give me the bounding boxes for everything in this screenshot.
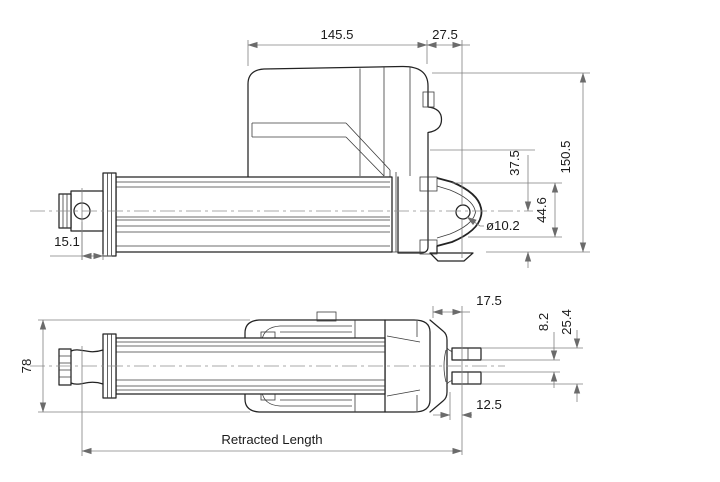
dim-rear-pivot-offset: 27.5 xyxy=(432,27,458,42)
dim-fork-outer-width: 25.4 xyxy=(559,309,574,335)
dim-overall-height: 150.5 xyxy=(558,140,573,173)
rear-clevis-bracket xyxy=(419,176,483,262)
dim-clevis-pin-offset: 12.5 xyxy=(476,397,502,412)
connector-tab xyxy=(422,91,435,108)
rear-fork xyxy=(443,347,482,385)
side-view: 145.5 27.5 37.5 44.6 150.5 ø10.2 15.1 xyxy=(30,27,590,268)
mount-foot xyxy=(429,245,474,262)
side-view-dimensions xyxy=(50,40,590,268)
plan-view: 78 17.5 8.2 25.4 12.5 Retracted Length xyxy=(19,293,583,456)
motor-housing xyxy=(247,65,443,254)
retracted-length-label: Retracted Length xyxy=(221,432,322,447)
plan-view-dimensions xyxy=(38,306,583,456)
dim-centerline-to-bottom: 37.5 xyxy=(507,150,522,176)
plan-rod-end xyxy=(58,348,104,386)
pivot-hole xyxy=(455,204,471,220)
housing-tab xyxy=(316,311,337,322)
dim-fork-slot-width: 8.2 xyxy=(536,313,551,331)
dim-rear-mount-height: 44.6 xyxy=(534,197,549,223)
dim-rear-clevis-offset: 17.5 xyxy=(476,293,502,308)
dim-rod-eye-to-face: 15.1 xyxy=(54,234,80,249)
dim-housing-length: 145.5 xyxy=(320,27,353,42)
dim-pivot-hole-diameter: ø10.2 xyxy=(486,218,520,233)
front-collar xyxy=(102,172,117,257)
outer-tube xyxy=(102,172,393,257)
hole-leader-line xyxy=(466,216,484,227)
dim-overall-width: 78 xyxy=(19,359,34,374)
